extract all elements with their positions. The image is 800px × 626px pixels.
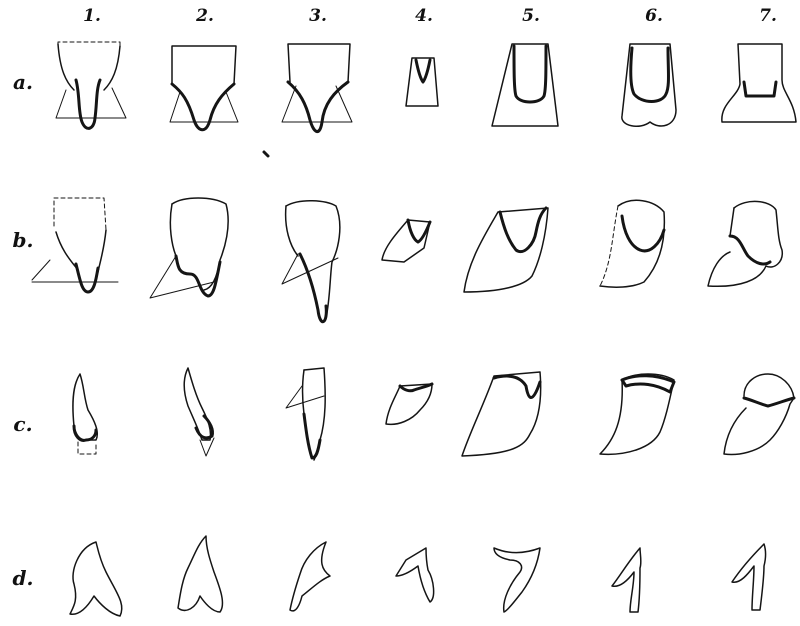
tooth-a1 <box>56 42 126 128</box>
tooth-c5 <box>462 372 541 456</box>
tooth-c2 <box>184 368 214 456</box>
tooth-b7 <box>708 201 782 286</box>
tooth-b2 <box>150 198 228 298</box>
tooth-a4 <box>406 58 438 106</box>
tooth-d3 <box>290 542 330 611</box>
tooth-d1 <box>70 542 122 616</box>
tooth-d7 <box>732 544 766 610</box>
tooth-d4 <box>396 548 434 602</box>
tooth-b6 <box>600 200 664 287</box>
tooth-a5 <box>492 44 558 126</box>
tooth-c6 <box>600 374 674 454</box>
tooth-d6 <box>612 548 641 612</box>
tooth-b4 <box>382 220 430 262</box>
tooth-c7 <box>724 374 794 454</box>
stray-mark <box>264 152 268 156</box>
tooth-b1 <box>32 198 118 292</box>
tooth-b5 <box>464 208 548 292</box>
tooth-b3 <box>282 201 340 322</box>
tooth-d5 <box>494 548 540 612</box>
tooth-a2 <box>170 46 238 130</box>
tooth-c1 <box>73 374 97 454</box>
tooth-a6 <box>622 44 676 126</box>
tooth-d2 <box>178 536 222 612</box>
tooth-c3 <box>286 368 325 460</box>
tooth-a3 <box>282 44 352 132</box>
tooth-c4 <box>386 384 432 424</box>
tooth-a7 <box>722 44 796 122</box>
